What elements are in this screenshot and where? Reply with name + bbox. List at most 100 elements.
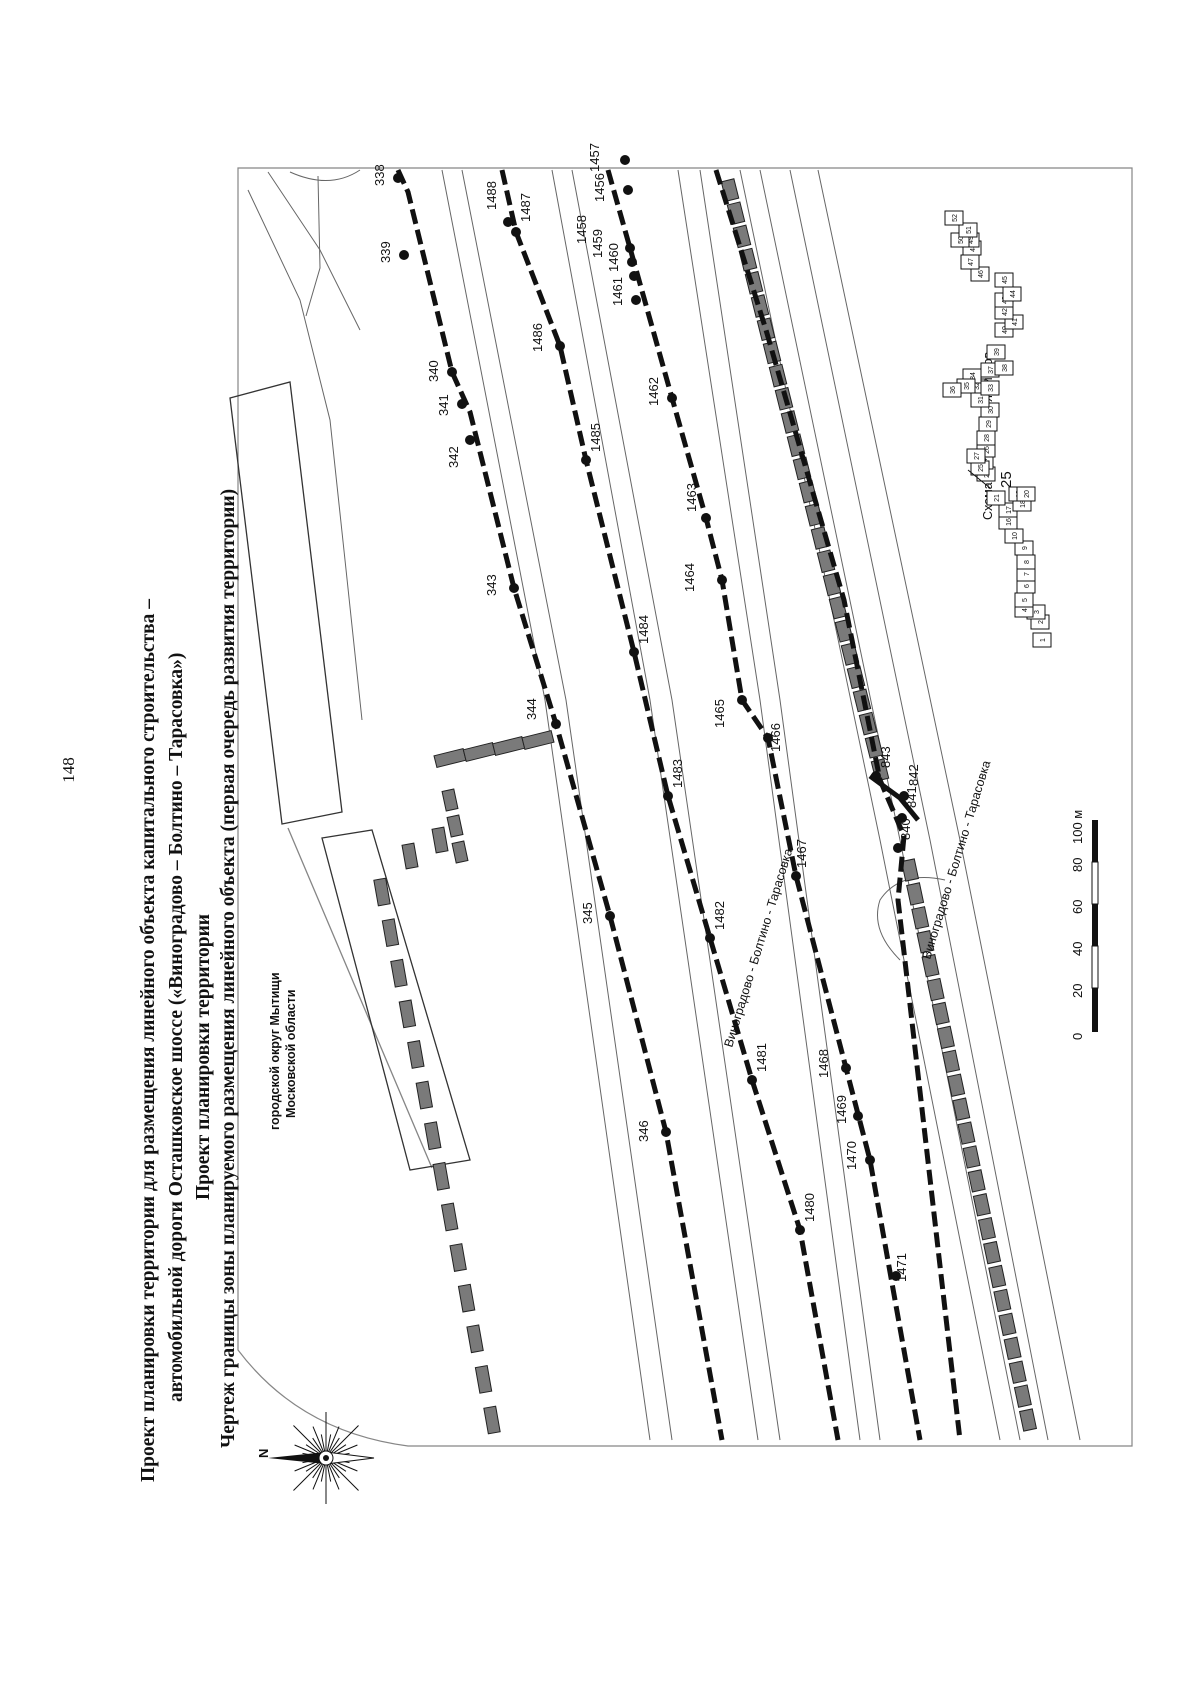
boundary-point-label: 340 — [426, 360, 441, 382]
sheet-cell-box — [994, 272, 1014, 288]
boundary-point-marker — [747, 1075, 757, 1085]
sheet-cell-label: 31 — [978, 396, 985, 404]
building-footprint — [1018, 1408, 1038, 1432]
sheet-cell-box — [966, 448, 986, 464]
boundary-point-marker — [705, 933, 715, 943]
boundary-point-label: 341 — [436, 394, 451, 416]
building-footprint — [942, 1049, 961, 1074]
boundary-point-marker — [623, 185, 633, 195]
scale-label-0: 0 — [1070, 1032, 1085, 1040]
boundary-point-marker — [465, 435, 475, 445]
building-footprint — [972, 1193, 991, 1217]
boundary-point-marker — [511, 227, 521, 237]
boundary-point-marker — [629, 647, 639, 657]
building-footprint — [492, 735, 526, 757]
building-footprint — [921, 953, 940, 978]
boundary-point-marker — [663, 791, 673, 801]
boundary-point-marker — [737, 695, 747, 705]
sheet-cell-label: 30 — [988, 406, 995, 414]
sheet-cell: 33 — [980, 380, 1000, 396]
sheet-cell-box — [944, 210, 964, 226]
sheet-cell-label: 32 — [974, 382, 981, 390]
boundary-point-label: 1467 — [794, 839, 809, 868]
boundary-point-label: 1470 — [844, 1141, 859, 1170]
sheet-cell: 5 — [1014, 592, 1034, 608]
sheet-cell-label: 21 — [994, 494, 1001, 502]
building-footprint — [440, 1202, 459, 1232]
building-footprints-left — [373, 877, 501, 1435]
building-footprint — [474, 1364, 493, 1394]
boundary-point-label: 1486 — [530, 323, 545, 352]
building-footprint — [433, 747, 467, 769]
building-footprint — [911, 906, 930, 930]
building-footprint — [466, 1324, 484, 1354]
boundary-point-label: 1461 — [610, 277, 625, 306]
sheet-cell-box — [958, 222, 978, 238]
sheet-cell-label: 50 — [958, 236, 965, 244]
sheet-cell: 20 — [1016, 486, 1036, 502]
building-footprints-upper — [401, 729, 555, 870]
boundary-point-marker — [555, 341, 565, 351]
boundary-point-marker — [667, 393, 677, 403]
boundary-point-label: 1456 — [592, 173, 607, 202]
building-footprint — [446, 814, 464, 838]
boundary-point-label: 1458 — [574, 215, 589, 244]
building-footprint — [407, 1040, 425, 1069]
building-footprint — [977, 1216, 996, 1241]
boundary-point-label: 1480 — [802, 1193, 817, 1222]
sheet-cell: 28 — [976, 430, 996, 446]
boundary-point-label: 1485 — [588, 423, 603, 452]
sheet-cell-label: 4 — [1022, 608, 1029, 612]
sheet-cell-box — [994, 360, 1014, 376]
boundary-point-marker — [551, 719, 561, 729]
sheet-cell-label: 17 — [1006, 506, 1013, 514]
industrial-buildings — [229, 381, 471, 1171]
sheet-cell-label: 40 — [1002, 326, 1009, 334]
boundary-point-marker — [897, 813, 907, 823]
building-footprint — [926, 977, 945, 1002]
boundary-point-label: 843 — [878, 746, 893, 768]
sheet-cell-label: 1 — [1040, 638, 1047, 642]
sheet-cell-label: 28 — [984, 434, 991, 442]
boundary-line-b — [499, 169, 841, 1441]
boundary-line-d — [713, 169, 963, 1441]
boundary-point-marker — [631, 295, 641, 305]
boundary-point-marker — [399, 250, 409, 260]
sheet-cell-label: 26 — [984, 446, 991, 454]
planning-boundaries — [395, 168, 963, 1441]
boundary-point-label: 1463 — [684, 483, 699, 512]
sheet-cell: 8 — [1016, 554, 1036, 570]
sheet-cell: 47 — [960, 254, 980, 270]
sheet-cell-label: 5 — [1022, 598, 1029, 602]
building-footprint — [1008, 1360, 1027, 1384]
sheet-cell-label: 36 — [950, 386, 957, 394]
boundary-point-marker — [841, 1063, 851, 1073]
building-footprint — [432, 1161, 450, 1191]
sheet-cell-label: 10 — [1012, 532, 1019, 540]
building-footprint — [957, 1121, 976, 1145]
sheet-cell-label: 34 — [970, 372, 977, 380]
sheet-cell-label: 7 — [1024, 572, 1031, 576]
building-footprint — [993, 1288, 1012, 1313]
building-footprint — [390, 958, 408, 988]
sheet-cell-label: 44 — [1010, 290, 1017, 298]
sheet-cell-label: 2 — [1038, 620, 1045, 624]
sheet-cell-label: 25 — [978, 464, 985, 472]
building-footprint — [521, 729, 555, 751]
boundary-point-label: 1483 — [670, 759, 685, 788]
sheet-cell: 36 — [942, 382, 962, 398]
sheet-cell-label: 51 — [966, 226, 973, 234]
boundary-point-label: 842 — [906, 764, 921, 786]
sheet-cell: 44 — [1002, 286, 1022, 302]
sheet-cell-label: 52 — [952, 214, 959, 222]
building-footprint — [457, 1283, 476, 1313]
building-footprint — [786, 433, 806, 458]
boundary-point-marker — [865, 1155, 875, 1165]
boundary-line-a — [395, 168, 725, 1441]
boundary-point-label: 1481 — [754, 1043, 769, 1072]
boundary-point-label: 346 — [636, 1120, 651, 1142]
building-footprint — [424, 1121, 442, 1151]
building-footprint — [398, 999, 417, 1029]
boundary-point-marker — [791, 871, 801, 881]
boundary-point-label: 338 — [372, 164, 387, 186]
